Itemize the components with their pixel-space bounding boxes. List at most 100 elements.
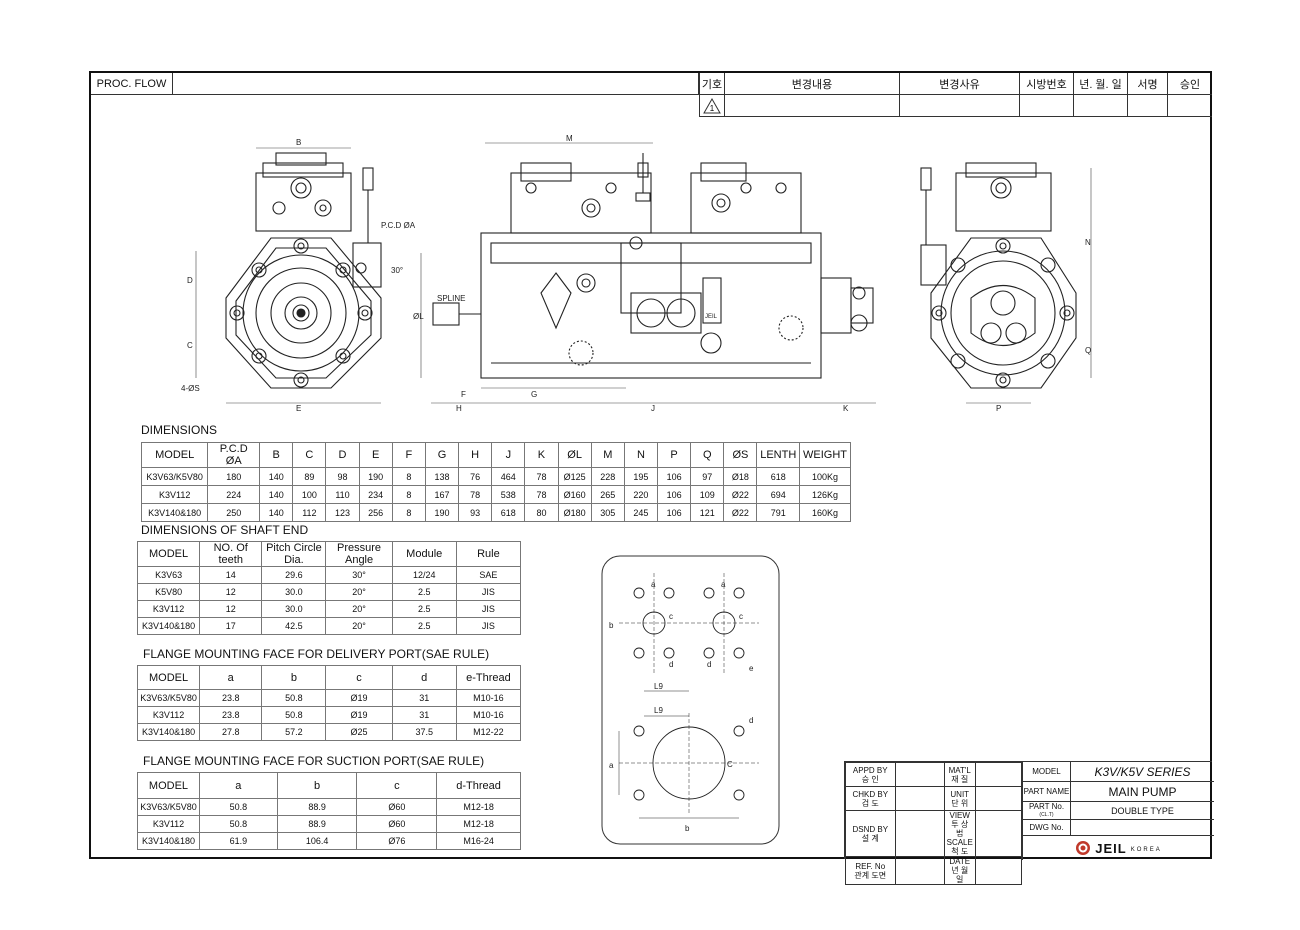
flange-diagram: a a b c c d d e L9 L9 d a C b — [601, 555, 780, 845]
dimensions-header-cell: ØS — [723, 442, 758, 468]
svg-text:Q: Q — [1085, 346, 1091, 355]
delivery-header-cell: a — [199, 665, 263, 690]
dimensions-header-cell: K — [524, 442, 559, 468]
svg-text:e: e — [749, 664, 754, 673]
table-cell: 31 — [391, 706, 457, 724]
table-cell: 256 — [358, 503, 393, 522]
table-cell: 23.8 — [199, 706, 263, 724]
delivery-header-cell: b — [261, 665, 327, 690]
table-cell: 50.8 — [198, 798, 278, 816]
dimensions-header-cell: LENTH — [756, 442, 801, 468]
dimensions-header-cell: N — [623, 442, 659, 468]
table-cell: 97 — [690, 467, 725, 486]
table-cell: 29.6 — [261, 566, 327, 584]
table-cell: 791 — [756, 503, 801, 522]
jeil-logo-icon — [1076, 841, 1091, 855]
table-cell: 305 — [590, 503, 625, 522]
table-cell: 2.5 — [391, 600, 457, 618]
svg-text:P: P — [996, 404, 1001, 413]
table-cell: K3V112 — [136, 706, 201, 724]
side-view — [432, 153, 874, 379]
table-cell: K3V140&180 — [136, 723, 201, 741]
svg-text:N: N — [1085, 238, 1091, 247]
svg-text:L9: L9 — [654, 682, 663, 691]
svg-text:C: C — [187, 341, 193, 350]
table-cell: K3V63/K5V80 — [136, 689, 201, 707]
table-cell: 61.9 — [198, 832, 278, 850]
svg-text:M: M — [566, 134, 573, 143]
shaft-header-cell: Rule — [455, 541, 522, 567]
svg-text:C: C — [727, 760, 733, 769]
table-cell: 42.5 — [261, 617, 327, 635]
svg-text:J: J — [651, 404, 655, 413]
rev-col-content: 변경내용 — [725, 73, 900, 95]
table-cell: 234 — [358, 485, 393, 504]
table-cell: 14 — [199, 566, 263, 584]
table-cell: 538 — [491, 485, 526, 504]
svg-text:L9: L9 — [654, 706, 663, 715]
table-cell: 98 — [325, 467, 360, 486]
table-cell: 12 — [199, 583, 263, 601]
table-cell: 57.2 — [261, 723, 327, 741]
delivery-header-cell: c — [325, 665, 393, 690]
table-cell: 76 — [458, 467, 493, 486]
revision-header: PROC. FLOW 기호 변경내용 변경사유 시방번호 년. 월. 일 서명 … — [91, 73, 1212, 119]
svg-text:F: F — [461, 390, 466, 399]
rev-symbol-cell: 1 — [699, 95, 725, 117]
dimensions-header-cell: B — [259, 442, 294, 468]
shaft-header-cell: Pressure Angle — [325, 541, 393, 567]
dimensions-header-cell: Q — [690, 442, 725, 468]
table-cell: K3V112 — [136, 600, 201, 618]
rev-col-spec: 시방번호 — [1020, 73, 1074, 95]
drawing-sheet: PROC. FLOW 기호 변경내용 변경사유 시방번호 년. 월. 일 서명 … — [89, 71, 1214, 885]
table-cell: M10-16 — [455, 706, 522, 724]
delivery-header-cell: d — [391, 665, 457, 690]
part-name-label: PART NAME — [1023, 782, 1071, 802]
dimensions-header-cell: D — [325, 442, 360, 468]
table-cell: M10-16 — [455, 689, 522, 707]
table-cell: 88.9 — [276, 815, 358, 833]
dimensions-header-cell: J — [491, 442, 526, 468]
dimensions-header-cell: F — [391, 442, 426, 468]
model-value: K3V/K5V SERIES — [1071, 762, 1214, 782]
table-cell: Ø22 — [723, 503, 758, 522]
table-cell: 80 — [524, 503, 559, 522]
rev-col-reason: 변경사유 — [900, 73, 1020, 95]
table-cell: Ø22 — [723, 485, 758, 504]
table-cell: 2.5 — [391, 617, 457, 635]
dimensions-title: DIMENSIONS — [141, 423, 218, 437]
rear-view — [920, 162, 1077, 389]
table-cell: JIS — [455, 600, 522, 618]
svg-text:D: D — [187, 276, 193, 285]
table-cell: 37.5 — [391, 723, 457, 741]
svg-text:ØL: ØL — [413, 312, 424, 321]
table-cell: 167 — [424, 485, 460, 504]
svg-text:B: B — [296, 138, 301, 147]
svg-text:c: c — [739, 612, 743, 621]
suction-header-cell: c — [356, 772, 438, 799]
table-cell: SAE — [455, 566, 522, 584]
table-cell: M12-18 — [436, 798, 521, 816]
part-name-value: MAIN PUMP — [1071, 782, 1214, 802]
table-cell: 110 — [325, 485, 360, 504]
table-cell: K3V112 — [140, 485, 209, 504]
svg-text:b: b — [609, 621, 614, 630]
model-label: MODEL — [1023, 762, 1071, 782]
shaft-title: DIMENSIONS OF SHAFT END — [141, 523, 309, 537]
table-cell: 106.4 — [276, 832, 358, 850]
dimensions-header-cell: E — [358, 442, 393, 468]
table-cell: 160Kg — [799, 503, 851, 522]
table-cell: 89 — [292, 467, 327, 486]
table-cell: K3V140&180 — [137, 832, 200, 850]
